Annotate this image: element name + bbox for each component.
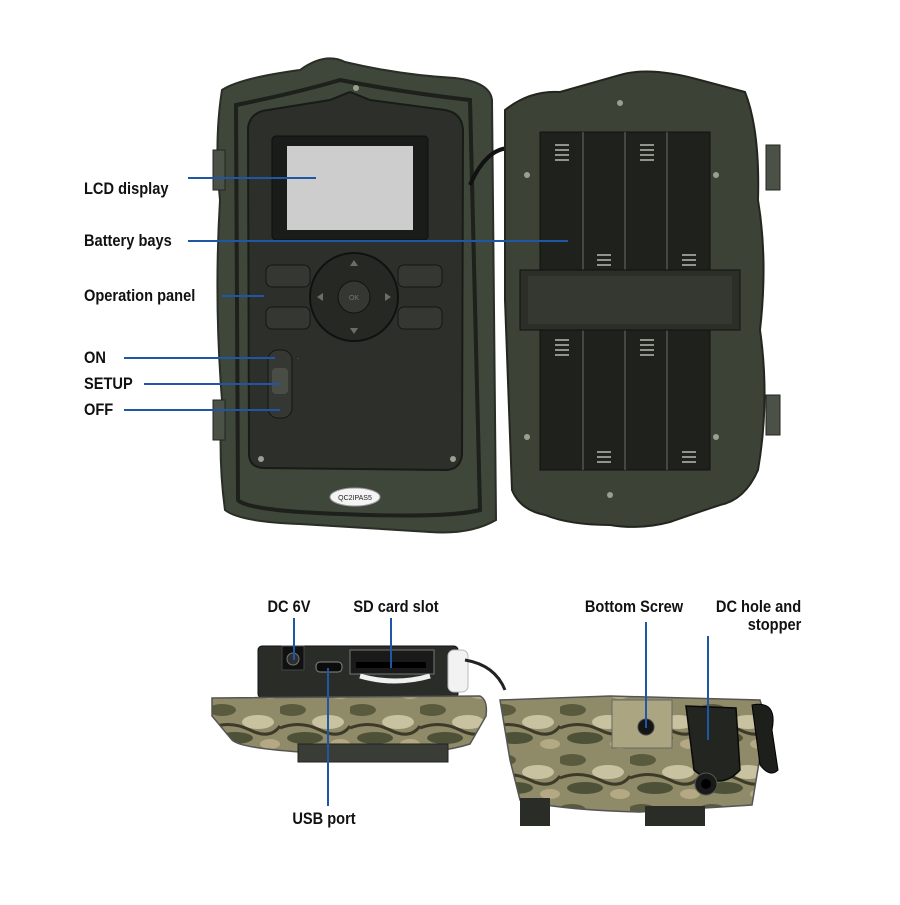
label-operation-panel: Operation panel xyxy=(84,286,196,305)
dc-hole-stopper xyxy=(685,705,741,796)
label-lcd-display: LCD display xyxy=(84,179,169,198)
label-sd-card-slot: SD card slot xyxy=(353,597,439,616)
model-tag-text: QC2IPAS5 xyxy=(338,495,372,502)
label-setup: SETUP xyxy=(84,374,133,393)
svg-text:-: - xyxy=(297,356,299,362)
label-off: OFF xyxy=(84,400,114,419)
label-battery-bays: Battery bays xyxy=(84,231,172,250)
housing-screws xyxy=(524,100,719,498)
lcd-display xyxy=(271,135,429,241)
label-dc-6v: DC 6V xyxy=(267,597,311,616)
label-usb-port: USB port xyxy=(292,809,356,828)
label-dc-hole-line2: stopper xyxy=(747,615,801,634)
battery-compartment xyxy=(519,131,741,471)
model-sticker xyxy=(329,487,381,507)
ok-button-label: OK xyxy=(349,295,359,302)
label-on: ON xyxy=(84,348,106,367)
leader-lines xyxy=(124,177,709,806)
control-buttons xyxy=(265,252,443,342)
label-bottom-screw: Bottom Screw xyxy=(584,597,684,616)
label-dc-hole-line1: DC hole and xyxy=(715,597,801,616)
panel-screws xyxy=(258,85,456,462)
